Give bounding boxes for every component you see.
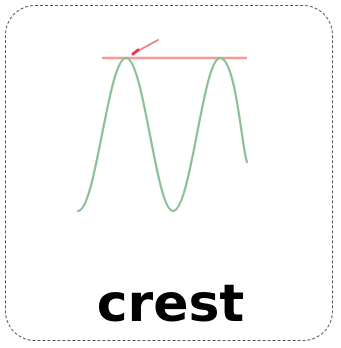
crest-illustration [0,0,341,260]
crest-pointer-icon [133,40,158,54]
vocabulary-word: crest [0,268,341,340]
sine-wave-icon [78,58,247,211]
